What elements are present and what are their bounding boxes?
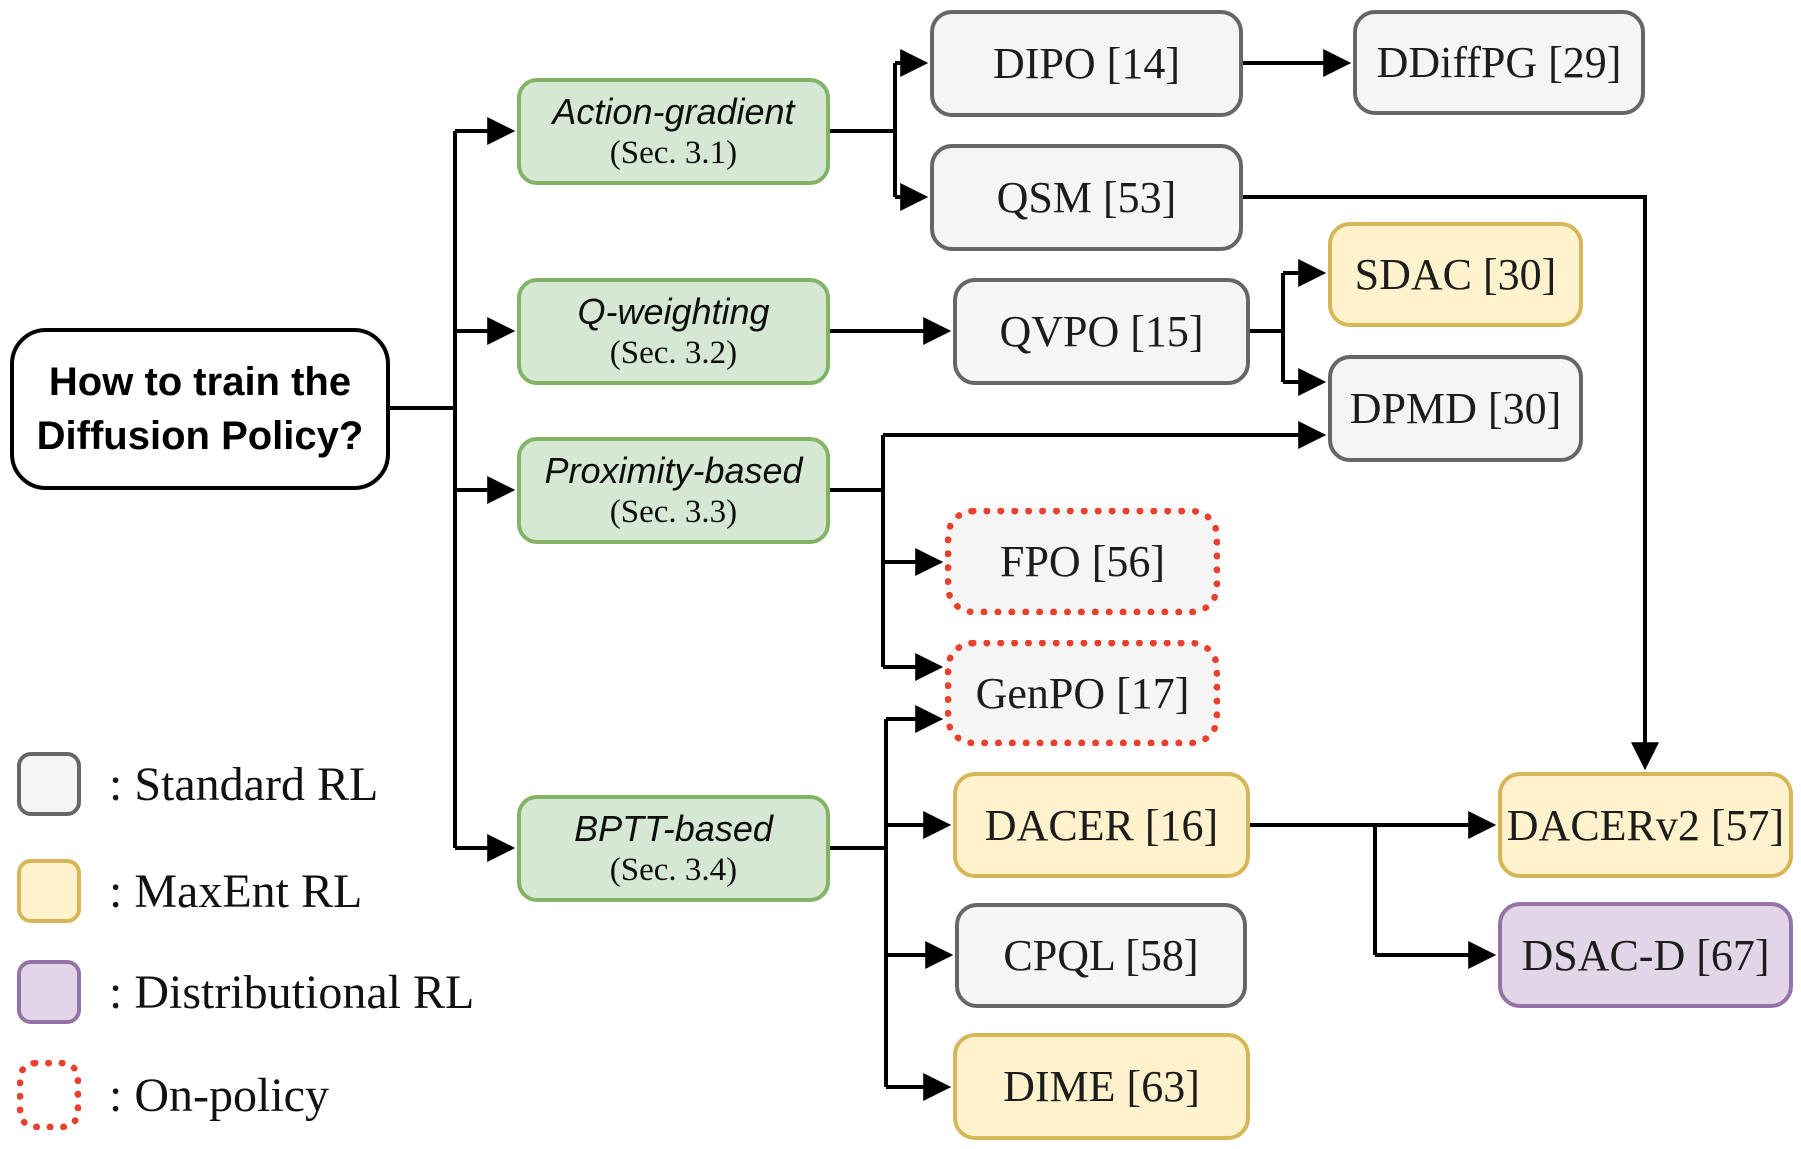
- category-action-gradient: Action-gradient (Sec. 3.1): [517, 78, 830, 185]
- legend-item-maxent-rl: : MaxEnt RL: [17, 859, 362, 923]
- node-root-question: How to train the Diffusion Policy?: [10, 328, 390, 490]
- node-qsm: QSM [53]: [930, 144, 1243, 251]
- root-line1: How to train the: [48, 360, 352, 404]
- node-fpo: FPO [56]: [945, 508, 1220, 615]
- node-dpmd: DPMD [30]: [1328, 355, 1583, 462]
- category-title: BPTT-based: [574, 807, 773, 849]
- node-dsacd-label: DSAC-D [67]: [1521, 930, 1770, 980]
- root-line2: Diffusion Policy?: [36, 414, 364, 458]
- node-genpo: GenPO [17]: [945, 640, 1220, 746]
- legend-item-distributional-rl: : Distributional RL: [17, 960, 474, 1024]
- category-section: (Sec. 3.2): [609, 335, 738, 372]
- category-title: Q-weighting: [577, 290, 770, 332]
- node-dime-label: DIME [63]: [1003, 1062, 1200, 1111]
- edge-q-weighting-branch: [830, 259, 1327, 396]
- legend-label-standard-rl: : Standard RL: [109, 757, 379, 811]
- category-section: (Sec. 3.4): [609, 852, 738, 889]
- category-title: Proximity-based: [544, 449, 803, 491]
- node-qsm-label: QSM [53]: [996, 173, 1177, 222]
- node-dacerv2-label: DACERv2 [57]: [1506, 800, 1785, 850]
- category-bptt-based: BPTT-based (Sec. 3.4): [517, 795, 830, 902]
- node-dacer: DACER [16]: [953, 772, 1250, 878]
- node-dime: DIME [63]: [953, 1033, 1250, 1140]
- node-dipo-label: DIPO [14]: [993, 39, 1180, 88]
- node-cpql: CPQL [58]: [955, 903, 1247, 1008]
- legend-item-standard-rl: : Standard RL: [17, 752, 378, 816]
- edge-bptt-branch: [830, 705, 954, 1101]
- edge-dacer-branch: [1250, 811, 1497, 969]
- node-ddiffpg: DDiffPG [29]: [1353, 10, 1645, 115]
- node-dacer-label: DACER [16]: [984, 800, 1219, 850]
- legend-label-on-policy: : On-policy: [109, 1068, 329, 1122]
- node-genpo-label: GenPO [17]: [975, 668, 1190, 718]
- legend-item-on-policy: : On-policy: [17, 1060, 329, 1130]
- node-qvpo: QVPO [15]: [953, 278, 1250, 385]
- node-dipo: DIPO [14]: [930, 10, 1243, 117]
- node-qvpo-label: QVPO [15]: [999, 307, 1204, 356]
- node-sdac-label: SDAC [30]: [1354, 250, 1557, 299]
- category-q-weighting: Q-weighting (Sec. 3.2): [517, 278, 830, 385]
- legend-swatch-distributional-rl: [17, 960, 81, 1024]
- category-proximity-based: Proximity-based (Sec. 3.3): [517, 437, 830, 544]
- node-dpmd-label: DPMD [30]: [1349, 384, 1562, 433]
- legend-label-distributional-rl: : Distributional RL: [109, 965, 475, 1019]
- edge-action-gradient-branch: [830, 49, 1659, 771]
- legend-label-maxent-rl: : MaxEnt RL: [109, 864, 363, 918]
- category-section: (Sec. 3.1): [609, 135, 738, 172]
- edge-root-to-categories: [390, 117, 516, 862]
- node-sdac: SDAC [30]: [1328, 222, 1583, 327]
- node-dsacd: DSAC-D [67]: [1498, 902, 1793, 1008]
- category-section: (Sec. 3.3): [609, 494, 738, 531]
- legend-swatch-maxent-rl: [17, 859, 81, 923]
- edge-proximity-branch: [830, 421, 1327, 681]
- node-ddiffpg-label: DDiffPG [29]: [1376, 38, 1622, 87]
- node-dacerv2: DACERv2 [57]: [1498, 772, 1793, 878]
- node-fpo-label: FPO [56]: [999, 537, 1166, 586]
- legend-swatch-standard-rl: [17, 752, 81, 816]
- node-cpql-label: CPQL [58]: [1003, 931, 1199, 980]
- legend-swatch-on-policy: [17, 1060, 81, 1130]
- category-title: Action-gradient: [552, 90, 795, 132]
